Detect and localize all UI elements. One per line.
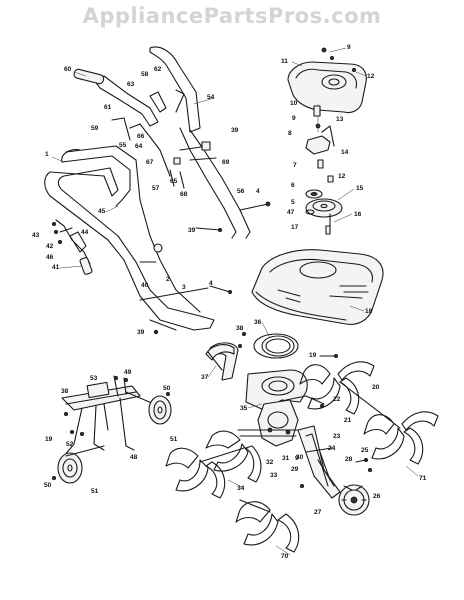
- callout-16: 16: [354, 211, 362, 218]
- callout-39-a: 39: [231, 127, 239, 134]
- callout-45: 45: [98, 208, 106, 215]
- callout-19-a: 19: [309, 352, 317, 359]
- tine-right-inner: [299, 361, 375, 415]
- callout-20: 20: [372, 384, 380, 391]
- callout-6: 6: [291, 182, 295, 189]
- callout-59: 59: [91, 125, 99, 132]
- callout-37: 37: [201, 374, 209, 381]
- callout-49: 49: [124, 369, 132, 376]
- callout-10: 10: [290, 100, 298, 107]
- callout-18: 18: [365, 308, 373, 315]
- callout-13: 13: [336, 116, 344, 123]
- callout-64: 64: [135, 143, 143, 150]
- callout-47: 47: [287, 209, 295, 216]
- watermark: AppliancePartsPros.com: [82, 4, 382, 28]
- callout-4-lower: 4: [209, 280, 213, 287]
- callout-32: 32: [266, 459, 274, 466]
- callout-28: 28: [345, 456, 353, 463]
- callout-66: 66: [137, 133, 145, 140]
- handlebar-assembly: [73, 46, 271, 239]
- callout-35: 35: [240, 405, 248, 412]
- callout-12-a: 12: [367, 73, 375, 80]
- callout-9-c: 9: [295, 455, 299, 462]
- callout-65: 65: [170, 178, 178, 185]
- callout-31: 31: [282, 455, 290, 462]
- callout-14: 14: [341, 149, 349, 156]
- callout-17: 17: [291, 224, 299, 231]
- callout-55: 55: [119, 142, 127, 149]
- callout-61: 61: [104, 104, 112, 111]
- callout-51-b: 51: [91, 488, 99, 495]
- callout-36: 36: [254, 319, 262, 326]
- callout-58: 58: [141, 71, 149, 78]
- callout-48: 48: [130, 454, 138, 461]
- callout-23: 23: [333, 433, 341, 440]
- callout-24: 24: [328, 445, 336, 452]
- leader-lines: [51, 47, 419, 556]
- callout-67: 67: [146, 159, 154, 166]
- clutch-cable: [52, 219, 93, 275]
- callout-29: 29: [291, 466, 299, 473]
- tine-right-outer: [339, 381, 439, 465]
- callout-4-upper: 4: [256, 188, 260, 195]
- callout-39-c: 39: [137, 329, 145, 336]
- callout-19-b: 19: [45, 436, 53, 443]
- callout-21: 21: [344, 417, 352, 424]
- callout-22: 22: [333, 396, 341, 403]
- callout-9-a: 9: [347, 44, 351, 51]
- tine-left-inner: [205, 430, 262, 483]
- callout-5: 5: [291, 199, 295, 206]
- lower-handle-frame: [44, 145, 232, 335]
- callout-43: 43: [32, 232, 40, 239]
- callout-9-b: 9: [292, 115, 296, 122]
- callout-52: 52: [66, 441, 74, 448]
- callout-34: 34: [237, 485, 245, 492]
- callout-30: 30: [296, 454, 304, 461]
- callout-56: 56: [237, 188, 245, 195]
- callout-41: 41: [52, 264, 60, 271]
- callout-53: 53: [90, 375, 98, 382]
- front-wheel-assembly: [297, 425, 372, 516]
- callout-12-b: 12: [338, 173, 346, 180]
- callout-39-b: 39: [188, 227, 196, 234]
- callout-26: 26: [373, 493, 381, 500]
- callout-51-a: 51: [170, 436, 178, 443]
- callout-62: 62: [154, 66, 162, 73]
- callout-labels: 1 2 3 4 4 5 6 7 8 9 9 9 10 11 12 12 13 1…: [32, 44, 427, 560]
- belt-and-guard: [205, 331, 299, 371]
- belt-cover-and-pulley: [287, 47, 367, 235]
- wheel-depth-kit: [52, 375, 172, 484]
- callout-7: 7: [293, 162, 297, 169]
- callout-69: 69: [222, 159, 230, 166]
- callout-42: 42: [46, 243, 54, 250]
- tine-lower: [235, 499, 300, 553]
- callout-44: 44: [81, 229, 89, 236]
- tine-left-outer: [165, 447, 245, 499]
- callout-11: 11: [281, 58, 288, 65]
- callout-38-a: 38: [236, 325, 244, 332]
- callout-70: 70: [281, 553, 289, 560]
- callout-40: 40: [141, 282, 149, 289]
- callout-15: 15: [356, 185, 364, 192]
- callout-50-b: 50: [44, 482, 52, 489]
- callout-57: 57: [152, 185, 160, 192]
- callout-71: 71: [419, 475, 427, 482]
- callout-68: 68: [180, 191, 188, 198]
- callout-54: 54: [207, 94, 215, 101]
- callout-25: 25: [361, 447, 369, 454]
- callout-38-b: 38: [61, 388, 69, 395]
- callout-46: 46: [46, 254, 54, 261]
- callout-2: 2: [166, 276, 170, 283]
- callout-1: 1: [45, 151, 49, 158]
- callout-3: 3: [182, 284, 186, 291]
- callout-50-a: 50: [163, 385, 171, 392]
- callout-33: 33: [270, 472, 278, 479]
- callout-60: 60: [64, 66, 72, 73]
- callout-8: 8: [288, 130, 292, 137]
- tine-shield-hood: [251, 249, 384, 325]
- callout-27: 27: [314, 509, 322, 516]
- callout-63: 63: [127, 81, 135, 88]
